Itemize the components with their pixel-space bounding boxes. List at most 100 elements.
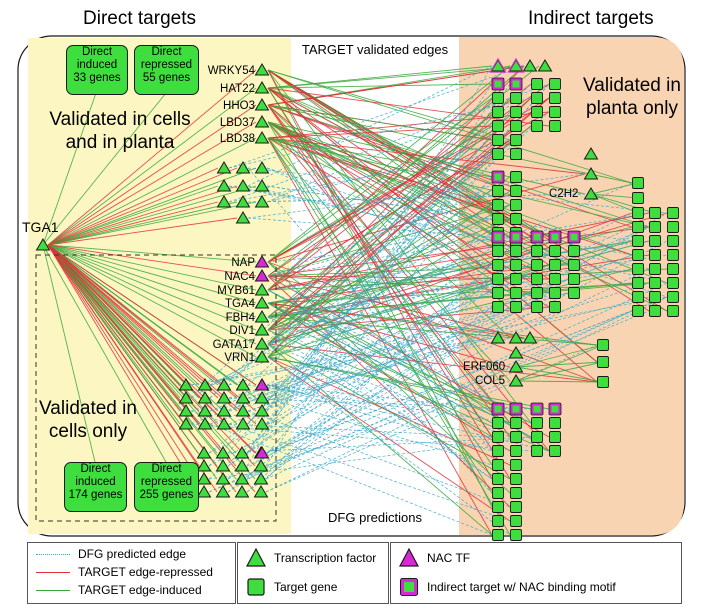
- dfg-edge: [228, 337, 493, 412]
- tf-edge: [267, 104, 511, 438]
- target-gene-node: [531, 273, 543, 285]
- dfg-edge: [228, 65, 525, 169]
- hub-edge: [47, 244, 257, 277]
- tf-edge: [267, 87, 511, 220]
- target-gene-node: [492, 487, 504, 499]
- target-gene-node: [597, 339, 609, 351]
- hub-edge: [47, 201, 238, 246]
- tf-edge: [267, 121, 511, 382]
- indirect-targets-title: Indirect targets: [528, 8, 654, 29]
- direct-tf-node: [197, 417, 213, 430]
- target-gene-node: [568, 259, 580, 271]
- target-gene-node: [649, 235, 661, 247]
- target-gene-node: [510, 106, 522, 118]
- direct-tf-node: [197, 378, 213, 391]
- tf-label-hho3: HHO3: [223, 100, 255, 112]
- target-gene-node: [549, 417, 561, 429]
- direct-tf-node: [215, 472, 231, 485]
- indirect-tf-node: [583, 147, 599, 160]
- hub-edge: [47, 167, 238, 246]
- tf-edge: [267, 212, 668, 331]
- target-gene-node-core: [551, 405, 559, 413]
- indirect-edge: [515, 361, 604, 382]
- indirect-tf-node: [583, 187, 599, 200]
- direct-tf-node: [234, 472, 250, 485]
- target-gene-node: [568, 287, 580, 299]
- target-gene-node: [549, 301, 561, 313]
- tf-edge: [267, 137, 511, 424]
- direct-tf-node: [215, 459, 231, 472]
- target-gene-node: [549, 273, 561, 285]
- dfg-edge: [266, 212, 668, 454]
- tga1-label: TGA1: [22, 219, 59, 235]
- target-gene-node-core: [551, 233, 559, 241]
- target-gene-node: [549, 259, 561, 271]
- dfg-edge: [266, 139, 511, 203]
- tf-edge: [267, 240, 633, 345]
- target-gene-node-core: [533, 233, 541, 241]
- indirect-tf-node: [490, 331, 506, 344]
- target-gene-node: [510, 245, 522, 257]
- target-gene-node: [649, 291, 661, 303]
- direct-targets-title: Direct targets: [83, 8, 196, 29]
- dfg-edge: [209, 153, 493, 399]
- target-gene-node: [492, 273, 504, 285]
- dfg-edge: [266, 384, 493, 452]
- target-gene-node-core: [512, 405, 520, 413]
- target-gene-node: [492, 213, 504, 225]
- target-gene-node: [492, 245, 504, 257]
- tf-edge: [267, 83, 493, 291]
- target-gene-node: [568, 245, 580, 257]
- target-gene-node: [510, 120, 522, 132]
- dfg-edge: [228, 423, 493, 438]
- direct-tf-node: [216, 195, 232, 208]
- tf-edge: [267, 137, 493, 178]
- target-gene-node: [492, 417, 504, 429]
- tf-edge: [267, 65, 525, 331]
- nac-tf-node: [254, 269, 270, 282]
- direct-tf-node: [235, 378, 251, 391]
- tf-edge: [267, 329, 550, 452]
- target-gene-node: [510, 134, 522, 146]
- dfg-edge: [246, 83, 493, 454]
- target-gene-node: [549, 445, 561, 457]
- target-gene-node: [649, 221, 661, 233]
- dfg-edge: [266, 296, 668, 454]
- target-gene-node: [510, 487, 522, 499]
- hub-edge: [47, 244, 257, 291]
- dfg-edge: [208, 310, 650, 493]
- tf-label-tga4: TGA4: [224, 298, 255, 310]
- tf-edge: [267, 69, 511, 141]
- dfg-edge: [267, 316, 493, 480]
- hub-edge: [42, 244, 96, 463]
- indirect-edge: [515, 344, 604, 368]
- indirect-tf-node: [522, 331, 538, 344]
- target-gene-node: [649, 263, 661, 275]
- indirect-tf-node: [583, 167, 599, 180]
- dfg-edge: [247, 173, 586, 219]
- target-gene-node: [510, 185, 522, 197]
- dfg-edge: [267, 218, 493, 277]
- hub-edge: [47, 167, 219, 246]
- target-gene-node: [510, 148, 522, 160]
- tf-edge: [267, 65, 525, 291]
- target-gene-node: [549, 78, 561, 90]
- target-gene-node: [492, 259, 504, 271]
- dfg-edge: [266, 176, 493, 412]
- target-gene-node: [632, 177, 644, 189]
- direct-tf-node: [216, 378, 232, 391]
- hub-edge: [47, 185, 238, 246]
- dfg-edge: [266, 384, 493, 410]
- target-gene-node: [510, 92, 522, 104]
- dfg-edge: [227, 139, 493, 480]
- hub-edge: [47, 69, 257, 246]
- tf-edge: [267, 356, 511, 522]
- indirect-edge: [515, 366, 604, 383]
- indirect-edge: [515, 380, 604, 383]
- dfg-edge: [267, 278, 550, 318]
- tf-edge: [267, 111, 493, 331]
- dfg-predictions-label: DFG predictions: [328, 510, 422, 525]
- indirect-tf-node: [508, 374, 524, 387]
- target-gene-node: [632, 221, 644, 233]
- direct-tf-node: [235, 195, 251, 208]
